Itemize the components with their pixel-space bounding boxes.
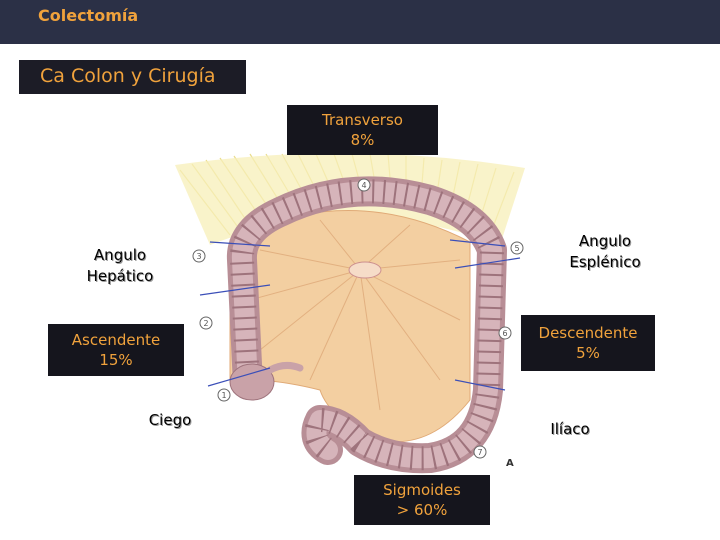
marker-3: 3 [192,249,206,263]
colon-illustration: 1 2 3 4 5 6 7 A [175,153,525,474]
iliaco-label: Ilíaco [550,420,590,438]
svg-text:4: 4 [361,181,366,190]
angulo-esplenico-label: Angulo Esplénico [555,231,655,273]
svg-text:6: 6 [502,329,507,338]
marker-5: 5 [510,241,524,255]
appendix [266,361,304,374]
angulo-esplenico-line1: Angulo [578,232,632,250]
mesentery [229,210,471,443]
transverso-value: 8% [350,131,375,149]
descendente-box: Descendente 5% [521,315,655,371]
header-bar: Colectomía [0,0,720,44]
cecum [229,363,275,401]
sigmoides-value: > 60% [396,501,448,519]
figure-markers: 1 2 3 4 5 6 7 [192,178,524,459]
sigmoides-box: Sigmoides > 60% [354,475,490,525]
ciego-label: Ciego [148,411,192,429]
slide-title: Ca Colon y Cirugía [19,60,246,94]
transverso-box: Transverso 8% [287,105,438,155]
marker-1: 1 [217,388,231,402]
colon-tube-highlight [231,181,502,469]
svg-text:1: 1 [221,391,226,400]
descendente-name: Descendente [538,324,638,342]
descendente-value: 5% [576,344,600,362]
angulo-hepatico-label: Angulo Hepático [70,245,170,287]
mesentery-root [348,261,382,279]
marker-4: 4 [357,178,371,192]
svg-text:3: 3 [196,252,201,261]
angulo-esplenico-line2: Esplénico [569,253,641,271]
figure-panel-letter: A [506,458,514,469]
mesentery-folds [249,219,461,411]
marker-2: 2 [199,316,213,330]
resection-lines [199,239,521,391]
marker-6: 6 [498,326,512,340]
svg-text:5: 5 [514,244,519,253]
svg-text:7: 7 [477,448,482,457]
svg-text:2: 2 [203,319,208,328]
ascendente-name: Ascendente [71,331,161,349]
ascendente-value: 15% [99,351,133,369]
header-title: Colectomía [38,6,139,25]
angulo-hepatico-line1: Angulo [93,246,147,264]
ascendente-box: Ascendente 15% [48,324,184,376]
marker-7: 7 [473,445,487,459]
angulo-hepatico-line2: Hepático [86,267,154,285]
transverso-name: Transverso [322,111,403,129]
sigmoides-name: Sigmoides [383,481,461,499]
